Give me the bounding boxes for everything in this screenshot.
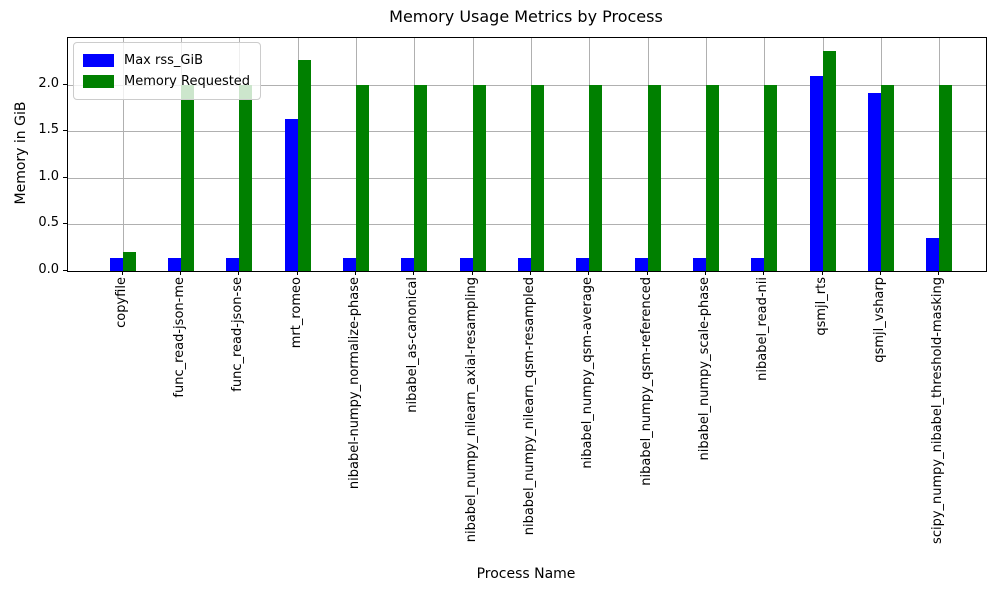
- x-tick-mark: [530, 271, 531, 275]
- x-tick-label: nibabel_numpy_qsm-average: [580, 277, 596, 469]
- legend-swatch-memory-requested: [83, 75, 114, 88]
- bar-memory-requested: [939, 84, 953, 271]
- y-tick-label: 2.0: [38, 75, 59, 91]
- x-tick-mark: [879, 271, 881, 275]
- x-tick-label: nibabel-numpy_normalize-phase: [347, 277, 363, 490]
- x-tick-label: scipy_numpy_nibabel_threshold-masking: [930, 277, 946, 544]
- bar-max-rss: [226, 257, 240, 271]
- x-tick-mark: [121, 271, 123, 275]
- bar-memory-requested: [356, 84, 370, 271]
- x-tick-label: nibabel_read-nii: [755, 277, 771, 381]
- x-tick-mark: [238, 271, 240, 275]
- y-tick-label: 1.0: [38, 168, 59, 184]
- x-tick-label: nibabel_numpy_scale-phase: [697, 277, 712, 461]
- bar-memory-requested: [764, 84, 778, 271]
- bar-memory-requested: [414, 84, 428, 271]
- bar-max-rss: [459, 257, 473, 271]
- bar-max-rss: [401, 257, 415, 271]
- legend: Max rss_GiB Memory Requested: [73, 42, 262, 100]
- bar-max-rss: [109, 257, 123, 271]
- x-tick-mark: [705, 271, 706, 275]
- y-tick-label: 1.5: [38, 122, 59, 138]
- x-tick-mark: [763, 271, 765, 275]
- x-tick-mark: [180, 271, 182, 275]
- bar-memory-requested: [822, 51, 836, 271]
- bar-max-rss: [343, 257, 357, 271]
- h-gridline: [68, 131, 986, 133]
- bar-max-rss: [518, 257, 531, 271]
- x-tick-label: qsmjl_rts: [813, 277, 829, 336]
- legend-entry-max-rss: Max rss_GiB: [83, 50, 250, 71]
- bar-memory-requested: [589, 84, 603, 271]
- x-tick-label: nibabel_numpy_nilearn_qsm-resampled: [522, 277, 537, 536]
- x-tick-mark: [355, 271, 357, 275]
- legend-swatch-max-rss: [83, 54, 114, 67]
- h-gridline: [68, 177, 986, 179]
- legend-label-max-rss: Max rss_GiB: [124, 53, 204, 68]
- x-tick-label: mrt_romeo: [288, 277, 304, 349]
- h-gridline: [68, 84, 986, 86]
- x-tick-label: nibabel_numpy_nilearn_axial-resampling: [463, 277, 479, 543]
- h-gridline: [68, 224, 986, 226]
- bar-max-rss: [751, 257, 765, 271]
- bar-memory-requested: [706, 84, 719, 271]
- y-tick-mark: [63, 130, 67, 132]
- x-axis-label: Process Name: [476, 566, 576, 582]
- bar-max-rss: [693, 257, 706, 271]
- y-tick-mark: [63, 176, 67, 178]
- x-tick-label: copyfile: [113, 277, 129, 328]
- bar-max-rss: [867, 93, 881, 271]
- x-tick-mark: [821, 271, 823, 275]
- x-tick-label: nibabel_as-canonical: [405, 277, 421, 413]
- bar-memory-requested: [122, 252, 136, 271]
- bar-memory-requested: [297, 60, 311, 271]
- bar-memory-requested: [472, 84, 486, 271]
- plot-area: Max rss_GiB Memory Requested: [67, 37, 987, 272]
- bar-max-rss: [809, 76, 823, 271]
- bar-memory-requested: [531, 84, 544, 271]
- x-tick-label: func_read-json-me: [172, 277, 188, 398]
- x-tick-mark: [588, 271, 590, 275]
- x-tick-mark: [413, 271, 415, 275]
- y-tick-mark: [63, 270, 67, 271]
- x-tick-mark: [296, 271, 298, 275]
- x-tick-label: nibabel_numpy_qsm-referenced: [638, 277, 654, 486]
- legend-label-memory-requested: Memory Requested: [124, 74, 251, 89]
- x-tick-mark: [471, 271, 473, 275]
- y-tick-mark: [63, 223, 67, 225]
- bar-max-rss: [576, 257, 590, 271]
- y-tick-label: 0.0: [38, 262, 59, 277]
- bar-max-rss: [284, 119, 298, 271]
- bar-max-rss: [926, 238, 940, 271]
- bar-memory-requested: [181, 84, 195, 271]
- x-tick-mark: [646, 271, 648, 275]
- chart-title: Memory Usage Metrics by Process: [389, 7, 663, 26]
- x-tick-label: qsmjl_vsharp: [871, 277, 887, 363]
- bar-memory-requested: [880, 84, 894, 271]
- y-tick-label: 0.5: [38, 215, 59, 231]
- v-gridline: [122, 38, 124, 271]
- x-tick-label: func_read-json-se: [230, 277, 246, 392]
- y-tick-mark: [63, 83, 67, 85]
- bar-max-rss: [168, 257, 182, 271]
- bar-max-rss: [634, 257, 648, 271]
- x-tick-mark: [938, 271, 940, 275]
- y-axis-label: Memory in GiB: [13, 101, 29, 205]
- legend-entry-memory-requested: Memory Requested: [83, 71, 250, 92]
- bar-memory-requested: [239, 84, 253, 271]
- bar-memory-requested: [647, 84, 661, 271]
